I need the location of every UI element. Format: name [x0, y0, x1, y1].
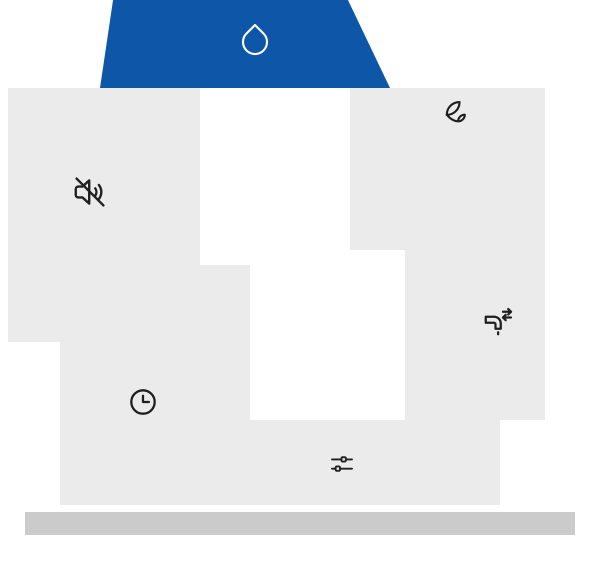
eco-tile[interactable]	[437, 93, 475, 131]
hero-banner	[100, 0, 390, 88]
panel-water	[405, 160, 545, 420]
mute-tile[interactable]	[70, 172, 110, 212]
options-tile[interactable]	[326, 448, 358, 480]
clock-icon	[130, 389, 156, 415]
footer-bar	[25, 512, 575, 535]
water-inlet-tile[interactable]	[478, 303, 516, 341]
water-drop-icon	[237, 21, 273, 57]
options-sliders-icon	[331, 456, 353, 472]
faucet-swap-icon	[484, 307, 513, 336]
panel-settings	[205, 420, 500, 505]
timer-tile[interactable]	[125, 384, 161, 420]
leaf-eco-icon	[445, 101, 466, 123]
speaker-mute-icon	[74, 177, 105, 207]
